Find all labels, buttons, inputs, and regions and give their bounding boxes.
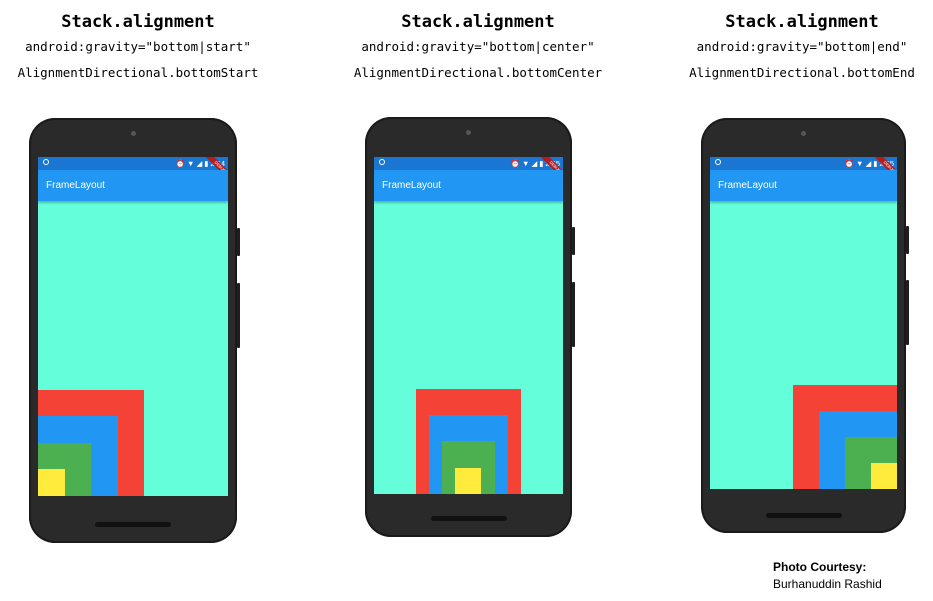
notification-icon: [379, 159, 385, 165]
caption-end: Stack.alignment android:gravity="bottom|…: [668, 10, 933, 86]
power-button: [237, 283, 240, 348]
caption-gravity: android:gravity="bottom|center": [361, 39, 595, 54]
credit-name: Burhanuddin Rashid: [773, 577, 882, 591]
power-button: [906, 280, 909, 345]
yellow-box: [871, 463, 897, 489]
status-bar: ⏰▼◢▮2:54: [38, 157, 228, 170]
signal-icon: ◢: [531, 159, 538, 168]
bottom-speaker: [430, 516, 507, 521]
alarm-icon: ⏰: [510, 159, 521, 168]
bottom-speaker: [765, 513, 842, 518]
phone-start: ⏰▼◢▮2:54 DEBUG FrameLayout: [29, 118, 240, 543]
bottom-speaker: [95, 522, 171, 527]
caption-gravity: android:gravity="bottom|start": [25, 39, 251, 54]
notification-icon: [715, 159, 721, 165]
caption-center: Stack.alignment android:gravity="bottom|…: [330, 10, 626, 86]
screen: ⏰▼◢▮2:55 DEBUG FrameLayout: [374, 157, 563, 494]
status-bar: ⏰▼◢▮2:55: [374, 157, 563, 170]
earpiece: [466, 130, 471, 135]
power-button: [572, 282, 575, 347]
wifi-icon: ▼: [522, 159, 530, 168]
photo-credit: Photo Courtesy: Burhanuddin Rashid: [773, 559, 882, 593]
caption-title: Stack.alignment: [61, 12, 215, 32]
caption-alignment: AlignmentDirectional.bottomCenter: [353, 65, 603, 80]
wifi-icon: ▼: [187, 159, 195, 168]
earpiece: [801, 131, 806, 136]
signal-icon: ◢: [865, 159, 872, 168]
phone-center: ⏰▼◢▮2:55 DEBUG FrameLayout: [365, 117, 575, 537]
battery-icon: ▮: [873, 159, 878, 168]
screen: ⏰▼◢▮2:54 DEBUG FrameLayout: [38, 157, 228, 496]
earpiece: [130, 131, 136, 136]
phone-end: ⏰▼◢▮2:55 DEBUG FrameLayout: [701, 118, 909, 533]
caption-start: Stack.alignment android:gravity="bottom|…: [0, 10, 276, 86]
caption-gravity: android:gravity="bottom|end": [696, 39, 908, 54]
screen: ⏰▼◢▮2:55 DEBUG FrameLayout: [710, 157, 897, 489]
alarm-icon: ⏰: [175, 159, 186, 168]
credit-heading: Photo Courtesy:: [773, 560, 867, 574]
app-bar-title: FrameLayout: [38, 170, 228, 201]
signal-icon: ◢: [196, 159, 203, 168]
yellow-box: [38, 469, 65, 496]
status-bar: ⏰▼◢▮2:55: [710, 157, 897, 170]
alarm-icon: ⏰: [844, 159, 855, 168]
caption-alignment: AlignmentDirectional.bottomEnd: [689, 65, 915, 80]
battery-icon: ▮: [539, 159, 544, 168]
caption-title: Stack.alignment: [401, 12, 555, 32]
volume-button: [906, 226, 909, 254]
volume-button: [572, 227, 575, 255]
battery-icon: ▮: [204, 159, 209, 168]
notification-icon: [43, 159, 49, 165]
yellow-box: [455, 468, 481, 494]
app-bar-title: FrameLayout: [710, 170, 897, 201]
app-bar-title: FrameLayout: [374, 170, 563, 201]
caption-title: Stack.alignment: [725, 12, 879, 32]
volume-button: [237, 228, 240, 256]
caption-alignment: AlignmentDirectional.bottomStart: [17, 65, 259, 80]
wifi-icon: ▼: [856, 159, 864, 168]
